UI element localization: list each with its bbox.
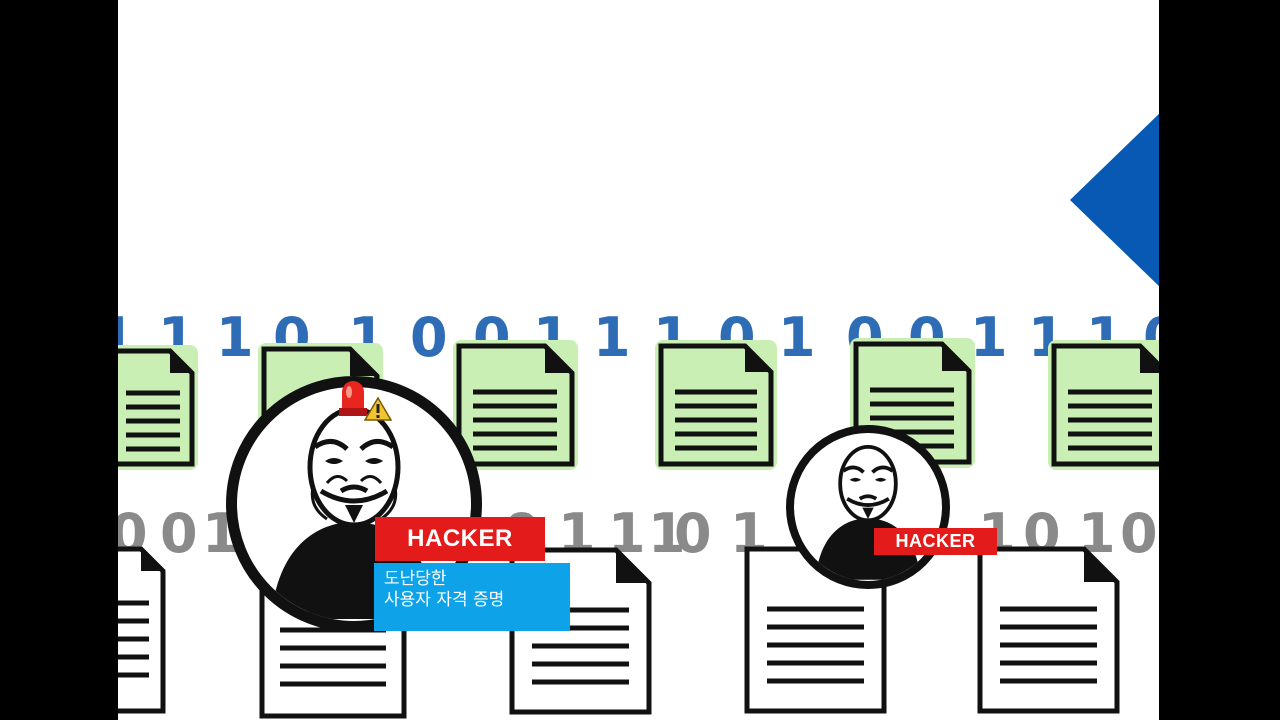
play-arrow-icon: [1070, 113, 1159, 287]
svg-text:1: 1: [778, 306, 816, 369]
warning-icon: [364, 396, 392, 421]
document-icon: [118, 345, 198, 470]
document-icon: [453, 340, 578, 470]
siren-icon: [339, 381, 367, 416]
svg-text:0: 0: [160, 502, 198, 565]
stolen-credentials-label: 도난당한 사용자 자격 증명: [374, 563, 570, 631]
left-letterbox: [0, 0, 118, 720]
anonymous-mask-icon: [815, 445, 921, 580]
svg-text:1: 1: [216, 306, 254, 369]
svg-text:1: 1: [970, 306, 1008, 369]
document-icon: [118, 546, 166, 714]
animation-stage: 1 1 1 0 1 0 0 1 1 1 0 1 0 0 1 1 1 0 0 0 …: [118, 0, 1159, 720]
info-line-1: 도난당한: [384, 569, 447, 589]
hacker-tag-large: HACKER: [375, 517, 545, 561]
svg-text:0: 0: [674, 502, 712, 565]
hacker-avatar-small: [786, 425, 950, 589]
svg-text:0: 0: [1120, 502, 1158, 565]
svg-text:0: 0: [410, 306, 448, 369]
document-icon: [977, 546, 1120, 714]
document-icon: [655, 340, 777, 470]
info-line-2: 사용자 자격 증명: [384, 590, 505, 610]
document-icon: [1048, 340, 1159, 470]
hacker-tag-small: HACKER: [874, 528, 997, 555]
right-letterbox: [1159, 0, 1280, 720]
svg-text:1: 1: [593, 306, 631, 369]
svg-text:1: 1: [648, 502, 686, 565]
